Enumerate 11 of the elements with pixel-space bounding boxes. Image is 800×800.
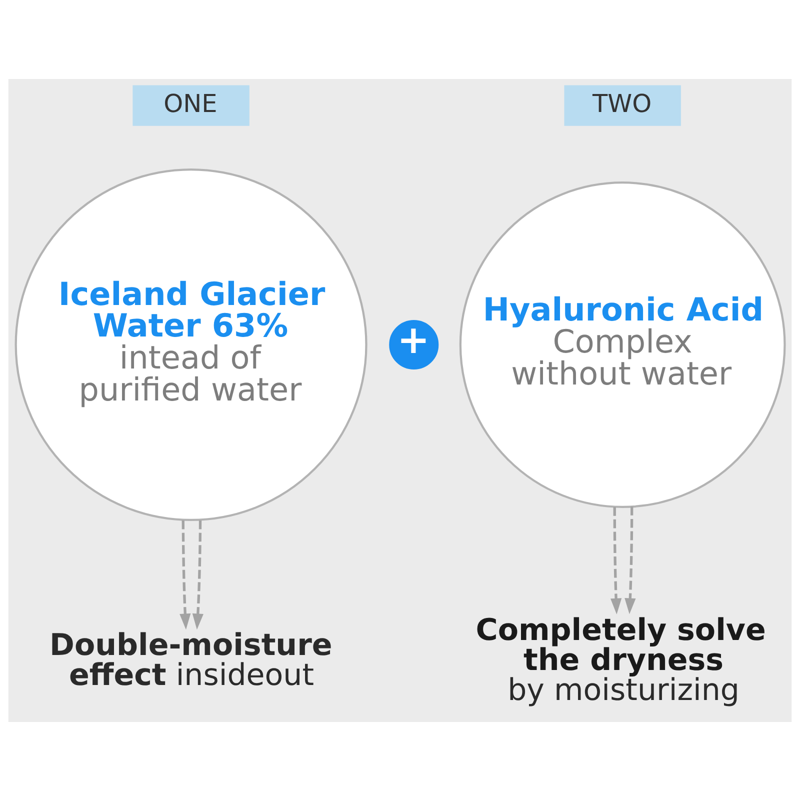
arrow bbox=[192, 520, 204, 630]
node-circle: + bbox=[389, 320, 439, 370]
node-text: Completely solve the dryness by moisturizing bbox=[476, 612, 766, 708]
arrow bbox=[610, 506, 622, 614]
node-box: TWO bbox=[564, 84, 681, 126]
arrow bbox=[624, 506, 636, 614]
node-text: Double-moisture effect insideout bbox=[50, 627, 332, 693]
node-circle: Hyaluronic Acid Complex without water bbox=[459, 181, 786, 508]
node-circle: Iceland Glacier Water 63% intead of purified water bbox=[14, 168, 368, 521]
arrow bbox=[180, 520, 191, 630]
node-box: ONE bbox=[132, 84, 250, 126]
